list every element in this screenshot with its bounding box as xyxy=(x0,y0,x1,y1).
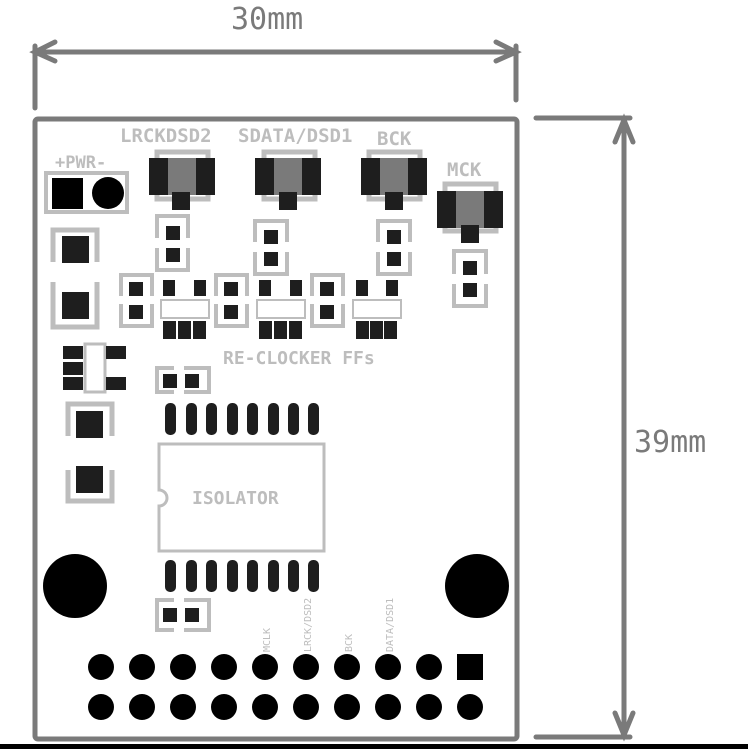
resistor-r1 xyxy=(155,214,190,272)
width-label: 30mm xyxy=(231,2,303,37)
resistor-r4 xyxy=(452,249,488,308)
reclocker-label: RE-CLOCKER FFs xyxy=(223,348,375,369)
power-label: +PWR- xyxy=(55,153,106,173)
height-label: 39mm xyxy=(634,425,706,460)
isolator-ic xyxy=(157,403,326,592)
led-mck xyxy=(437,181,503,243)
flip-flop-1 xyxy=(160,280,210,339)
power-connector xyxy=(44,171,129,214)
pin1-square-pad xyxy=(457,654,483,680)
capacitor-c5 xyxy=(310,273,345,328)
flip-flop-2 xyxy=(256,280,306,339)
led-bck xyxy=(361,149,427,210)
isolator-label: ISOLATOR xyxy=(192,488,279,509)
width-dimension xyxy=(29,39,522,111)
led-label-mck: MCK xyxy=(447,159,482,181)
bottom-edge xyxy=(0,744,748,749)
capacitor-c2 xyxy=(65,401,115,504)
pin-label-lrck-dsd2: LRCK/DSD2 xyxy=(303,598,314,652)
capacitor-c6 xyxy=(155,366,211,394)
resistor-r2 xyxy=(253,219,289,276)
led-sdata-dsd1 xyxy=(255,149,321,210)
capacitor-c7 xyxy=(155,598,211,632)
pin-label-data-dsd1: DATA/DSD1 xyxy=(385,598,396,652)
mounting-hole-left xyxy=(43,554,107,618)
led-lrckdsd2 xyxy=(149,149,215,210)
regulator-sot23 xyxy=(63,342,126,394)
flip-flop-3 xyxy=(352,280,402,339)
capacitor-c4 xyxy=(214,273,249,328)
led-label-bck: BCK xyxy=(377,128,412,150)
height-dimension xyxy=(533,113,636,742)
led-label-sdata-dsd1: SDATA/DSD1 xyxy=(238,125,352,147)
led-label-lrckdsd2: LRCKDSD2 xyxy=(120,125,212,147)
header-2x10 xyxy=(88,654,483,720)
pin-label-bck: BCK xyxy=(344,634,355,652)
capacitor-c1 xyxy=(50,227,100,330)
mounting-hole-right xyxy=(445,554,509,618)
resistor-r3 xyxy=(376,219,412,276)
pin-label-mclk: MCLK xyxy=(262,628,273,652)
capacitor-c3 xyxy=(119,273,154,328)
